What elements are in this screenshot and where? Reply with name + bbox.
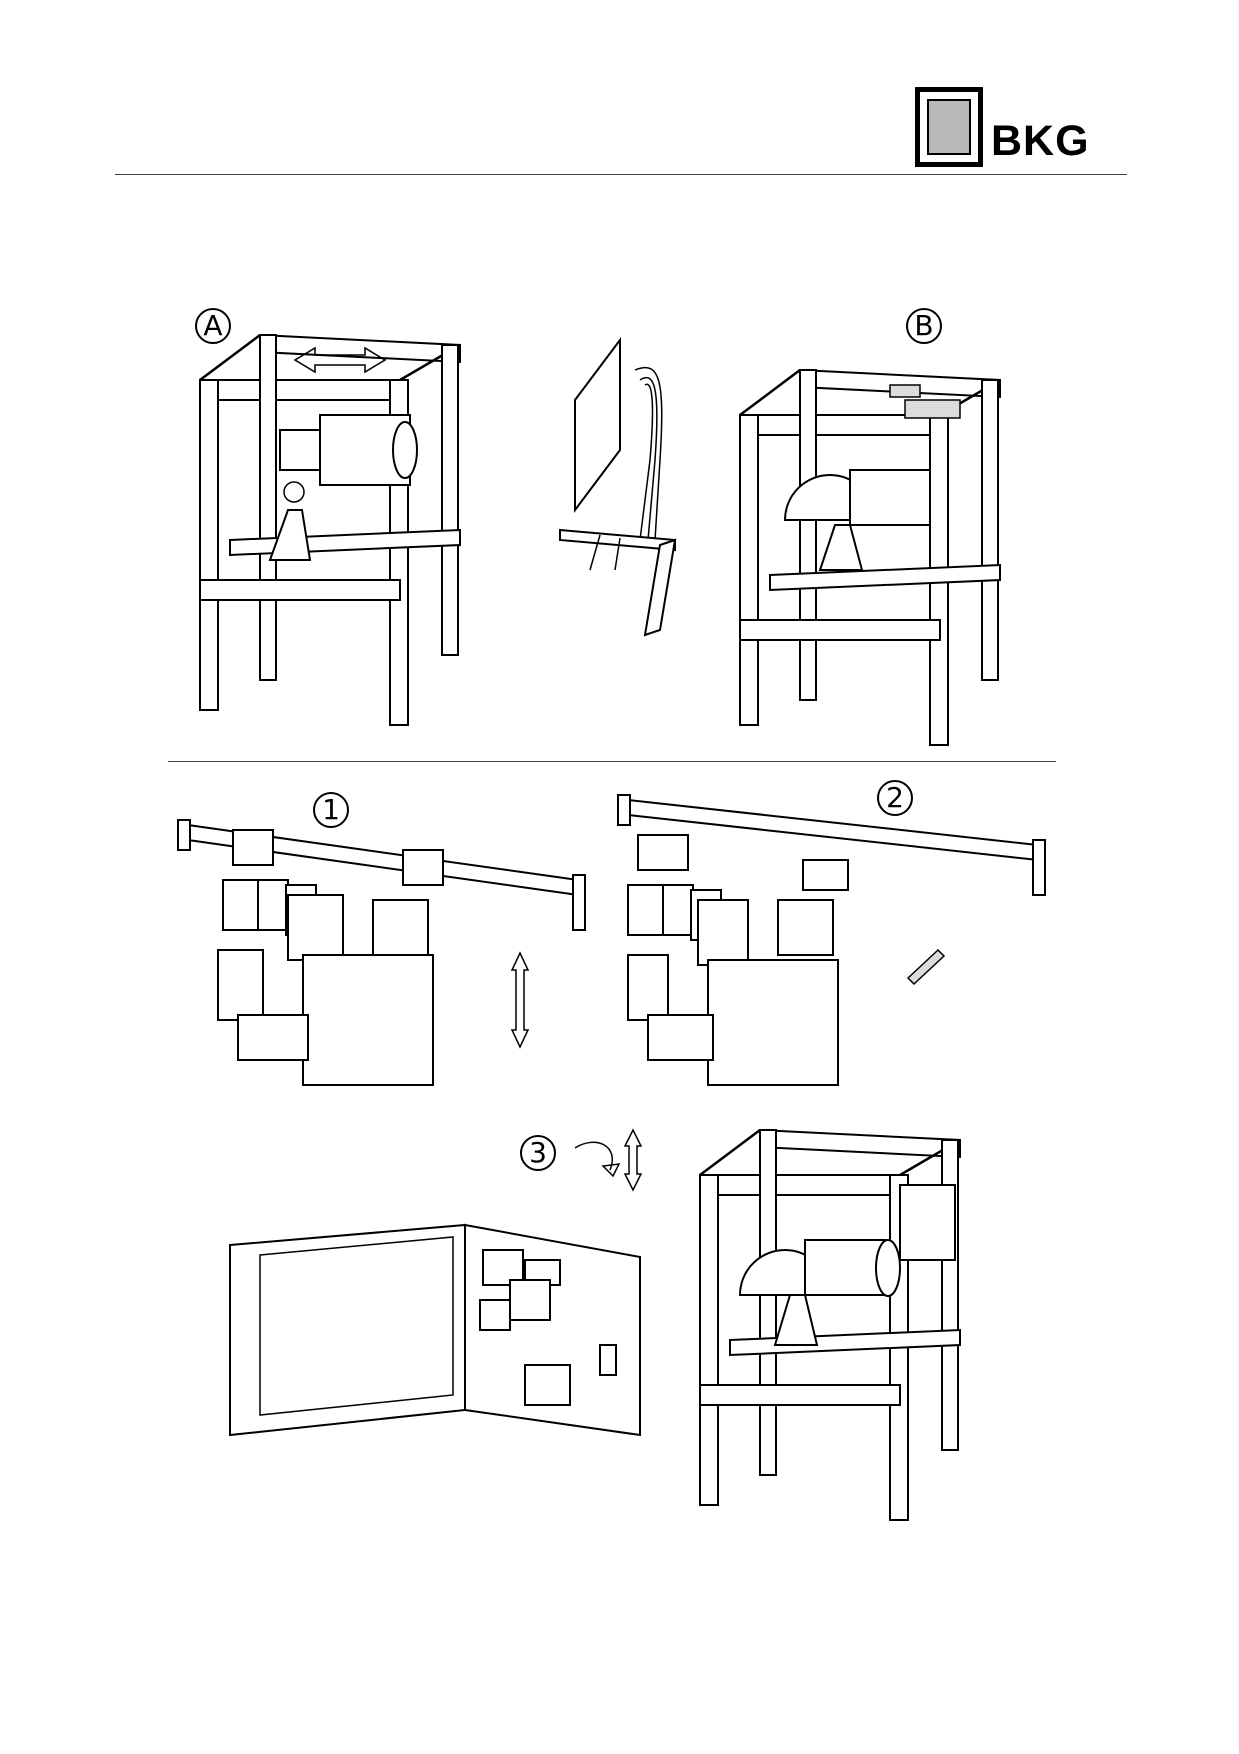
section-divider (168, 761, 1056, 762)
step-label-3: 3 (520, 1135, 556, 1171)
step-label-a: A (195, 308, 231, 344)
figure-step-1-control-unit (177, 819, 586, 1086)
double-arrow-vertical-icon (623, 1128, 643, 1192)
figure-a-frame-with-motor (199, 333, 461, 726)
brand-text: BKG (991, 117, 1090, 165)
figure-step-3-arrows (574, 1128, 643, 1192)
figure-step-3-cabinet-open-door (229, 1223, 641, 1437)
header-divider (115, 174, 1127, 175)
figure-cable-bundle (559, 337, 677, 637)
figure-b-frame-with-motor (739, 368, 1001, 746)
step-label-1: 1 (313, 792, 349, 828)
step-label-b: B (906, 308, 942, 344)
brand-logo: BKG (915, 87, 1125, 167)
double-arrow-horizontal-icon (293, 346, 387, 374)
double-arrow-vertical-icon (510, 951, 530, 1049)
logo-square-icon (915, 87, 983, 167)
step-label-2: 2 (877, 780, 913, 816)
figure-step-2-control-unit (617, 794, 1046, 1086)
figure-step-3-assembled-frame (699, 1128, 961, 1521)
rotate-arrow-icon (574, 1141, 621, 1178)
